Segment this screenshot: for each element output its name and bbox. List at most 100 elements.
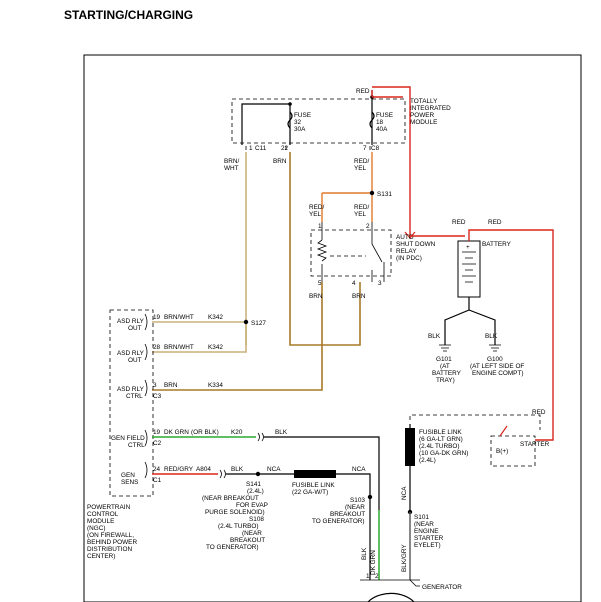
pcm-row4-blk: BLK: [275, 429, 288, 436]
fusible-right-line3: (2.4L TURBO): [419, 443, 459, 450]
s101-line4: STARTER: [414, 535, 444, 542]
fuse32-symbol: [287, 111, 293, 129]
pcm-row1-color: BRN/WHT: [164, 314, 194, 321]
pcm-row2-pin: 28: [153, 344, 161, 351]
fusible-center-line2: (22 GA-W/T): [292, 489, 328, 496]
pcm-row1-circuit: K342: [208, 314, 223, 321]
splice-s131: [369, 190, 375, 196]
pcm-row5-pin: 24: [153, 466, 161, 473]
relay-label-4: (IN PDC): [396, 255, 422, 262]
brn-wire-relay-to-pcm: [152, 282, 323, 391]
tipm-label-line4: MODULE: [410, 119, 437, 126]
pcm-or-blk: (OR BLK): [191, 429, 219, 436]
tipm-pin-ticks: [245, 146, 371, 150]
pcm-nca-left: NCA: [267, 466, 281, 473]
pcm-desc-5: (ON FIREWALL,: [87, 532, 134, 539]
gen-field-connector: [257, 432, 264, 442]
tipm-fuse32-bus: [241, 103, 291, 145]
pcm-row5-blk: BLK: [231, 466, 244, 473]
s101-line5: EYELET): [414, 542, 441, 549]
label-s131: S131: [377, 191, 392, 198]
pcm-row4-name2: CTRL: [128, 442, 145, 449]
pcm-row3-pin: 3: [153, 382, 157, 389]
pcm-row4-pin: 19: [153, 429, 161, 436]
s108-line1: S108: [249, 516, 264, 523]
pcm-row2-name2: OUT: [128, 357, 142, 364]
tipm-conn-c8: C8: [371, 145, 380, 152]
s103-line2: (NEAR: [345, 504, 365, 511]
relay-label-2: SHUT DOWN: [396, 241, 436, 248]
pcm-row3-color: BRN: [164, 382, 178, 389]
pcm-row1-pin: 19: [153, 314, 161, 321]
s141-line1: S141: [246, 481, 261, 488]
battery-label: BATTERY: [482, 241, 512, 248]
splice-s127: [243, 319, 249, 325]
tipm-label-line3: POWER: [410, 112, 435, 119]
pcm-row5-name1: GEN: [121, 472, 135, 479]
fusible-link-right-body: [405, 428, 415, 466]
fusible-right-line5: (2.4L): [419, 457, 436, 464]
label-red-top: RED: [356, 88, 370, 95]
pcm-row1-name2: OUT: [128, 325, 142, 332]
pcm-row3-name1: ASD RLY: [117, 386, 145, 393]
pcm-desc-7: DISTRIBUTION: [87, 546, 132, 553]
tipm-pin-1: 1: [249, 145, 253, 152]
splice-s141: [255, 471, 261, 477]
g100-line2: (AT LEFT SIDE OF: [470, 363, 524, 370]
fusible-center-line1: FUSIBLE LINK: [292, 482, 335, 489]
label-blk-gry-vertical: BLK/GRY: [401, 544, 408, 572]
pcm-row2-color: BRN/WHT: [164, 344, 194, 351]
pcm-box: [109, 309, 154, 497]
relay-pin-3: 3: [378, 280, 382, 287]
tipm-conn-c11: C11: [255, 145, 267, 152]
fusible-link-center-body: [294, 470, 336, 478]
red-wire-arrow: [404, 231, 416, 239]
battery-cells: [462, 251, 476, 283]
label-blk-g101: BLK: [428, 333, 441, 340]
pcm-desc-4: (NGC): [87, 525, 105, 532]
s103-line3: BREAKOUT: [330, 511, 365, 518]
pcm-desc-2: CONTROL: [87, 511, 119, 518]
tipm-node-left: [288, 102, 292, 106]
relay-label-1: AUTO: [396, 234, 414, 241]
s141-line3: (NEAR BREAKOUT: [202, 495, 259, 502]
fuse32-line1: FUSE: [294, 112, 311, 119]
label-red-yel-left-1: RED/: [309, 204, 324, 211]
pcm-row2-circuit: K342: [208, 344, 223, 351]
tipm-label: TOTALLY INTEGRATED POWER MODULE: [410, 98, 451, 126]
relay-pin-5: 5: [318, 280, 322, 287]
fusible-right-line4: (10 GA-DK GRN): [419, 450, 468, 457]
fusible-right-line2: (6 GA-LT GRN): [419, 436, 463, 443]
gen-pin-1: 1: [366, 573, 370, 580]
diagram-frame: [83, 54, 582, 602]
s108-line2: (2.4L TURBO): [218, 523, 258, 530]
tipm-label-line2: INTEGRATED: [410, 105, 451, 112]
fuse18-line3: 40A: [376, 126, 388, 133]
fuse18-line1: FUSE: [376, 112, 393, 119]
label-blk-vertical: BLK: [361, 547, 368, 560]
g101-line4: TRAY): [436, 377, 455, 384]
label-red-yel-left-2: YEL: [309, 211, 322, 218]
ground-symbol-g100: [489, 344, 501, 352]
relay-contact-arm: [371, 222, 383, 263]
gen-pin-2: 2: [375, 573, 379, 580]
relay-pin-4: 4: [352, 280, 356, 287]
starter-label: STARTER: [520, 441, 550, 448]
pcm-row3-name2: CTRL: [126, 393, 143, 400]
pcm-row4-name1: GEN FIELD: [111, 435, 145, 442]
s108-line4: BREAKOUT: [230, 537, 265, 544]
tipm-box: [231, 98, 406, 144]
pcm-row3-conn: C3: [153, 393, 162, 400]
s103-line4: TO GENERATOR): [312, 518, 365, 525]
pcm-row1-name1: ASD RLY: [117, 318, 145, 325]
battery-plus: +: [466, 244, 470, 251]
label-red-yel-top-2: YEL: [354, 165, 367, 172]
brn-wire-pin22: [289, 152, 361, 346]
pcm-connector-marks: [144, 313, 148, 479]
pcm-desc-8: CENTER): [87, 553, 115, 560]
pcm-row5-conn: C1: [153, 477, 162, 484]
relay-coil-symbol: [316, 239, 328, 262]
g101-line3: BATTERY: [432, 370, 462, 377]
pcm-nca-right: NCA: [352, 466, 366, 473]
starter-terminal: B(+): [496, 448, 508, 455]
